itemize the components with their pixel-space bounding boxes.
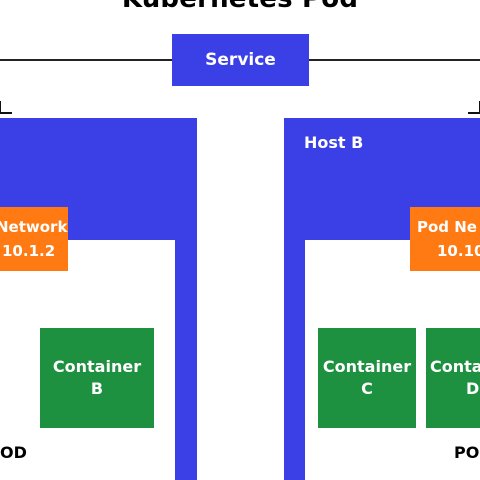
container-c: Container C — [318, 328, 416, 428]
container-b: Container B — [40, 328, 154, 428]
arrow-down-right-icon — [468, 101, 480, 114]
service-connector-left — [0, 59, 172, 61]
container-c-line2: C — [361, 379, 373, 398]
container-b-line2: B — [90, 379, 104, 398]
host-b-label: Host B — [304, 133, 364, 152]
pod-network-a: Network 10.1.2 — [0, 207, 68, 271]
service-label: Service — [205, 50, 276, 70]
pod-network-a-line2: 10.1.2 — [2, 242, 56, 260]
service-connector-right — [309, 59, 480, 61]
container-b-line1: Container — [52, 357, 142, 376]
container-d-line1: Conta — [430, 357, 480, 376]
service-box: Service — [172, 34, 309, 86]
pod-network-b-line1: Pod Ne — [417, 218, 477, 236]
container-c-line1: Container — [322, 357, 412, 376]
pod-label-a: OD — [0, 443, 27, 462]
pod-network-b-line2: 10.10 — [437, 242, 480, 260]
pod-label-b: PO — [454, 443, 480, 462]
arrow-down-left-icon — [0, 101, 12, 114]
container-d-line2: D — [466, 379, 480, 398]
container-d: Conta D — [426, 328, 480, 428]
diagram-title: Kubernetes Pod — [0, 0, 480, 14]
pod-network-a-line1: Network — [0, 218, 68, 236]
pod-network-b: Pod Ne 10.10 — [410, 207, 480, 271]
